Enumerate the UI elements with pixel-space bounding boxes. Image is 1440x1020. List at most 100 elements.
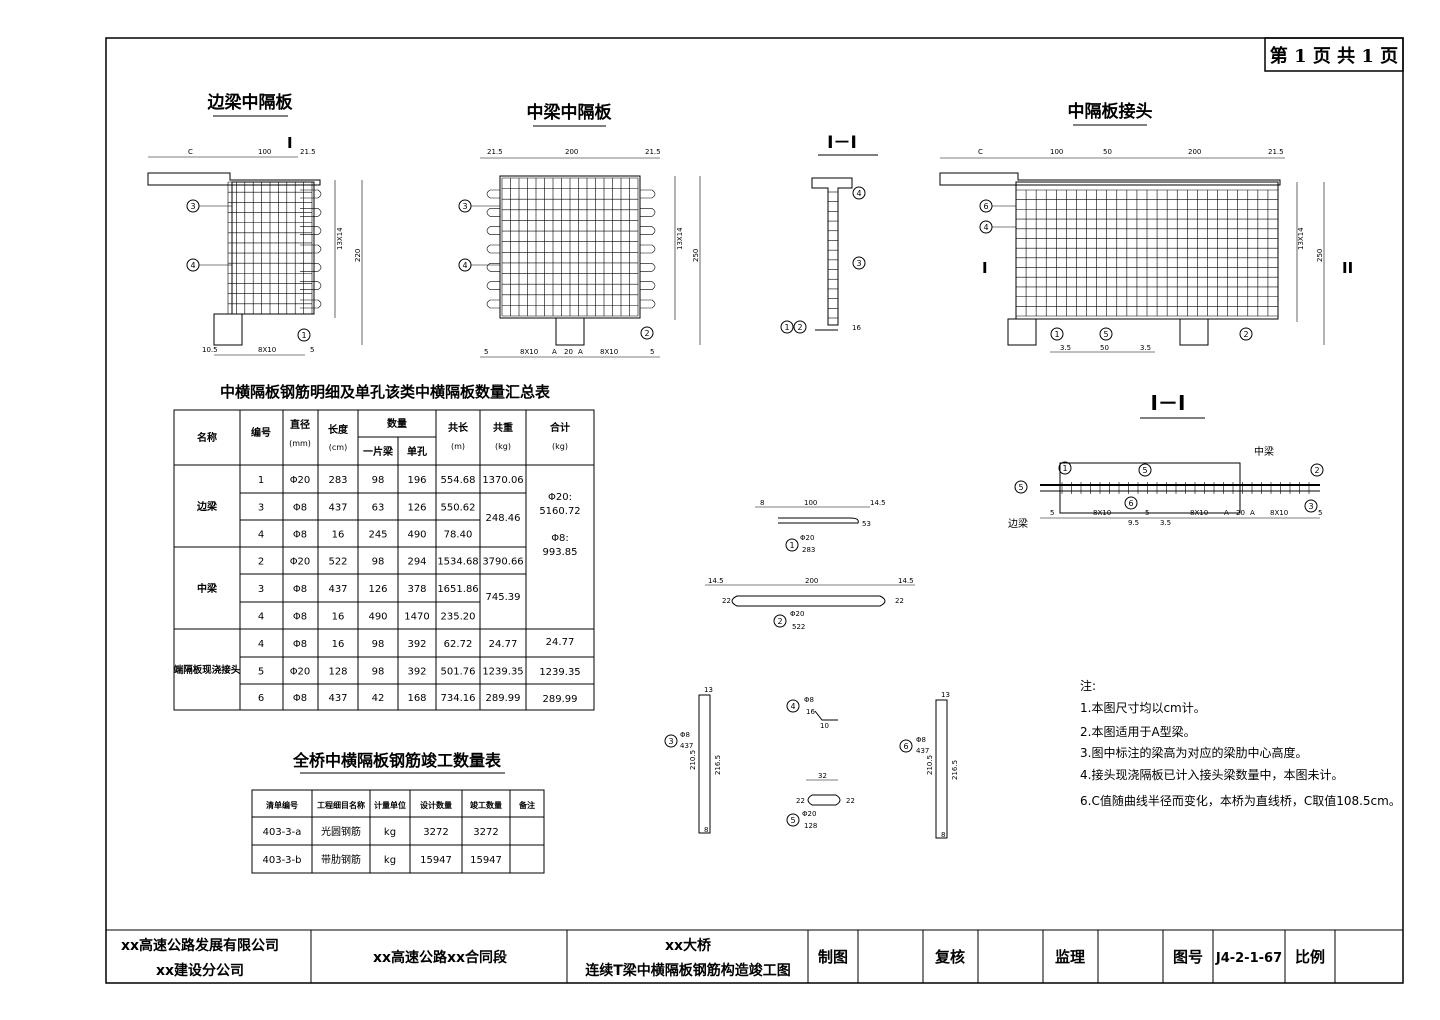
detail-cell: 734.16 [441,693,476,704]
svg-text:24.77: 24.77 [546,637,575,648]
svg-text:Φ20: Φ20 [790,610,804,618]
svg-text:16: 16 [852,324,861,332]
detail-cell: Φ8 [293,639,307,650]
detail-cell: 1470 [404,612,429,623]
svg-text:50: 50 [1103,148,1112,156]
svg-text:289.99: 289.99 [543,694,578,705]
svg-text:2: 2 [1314,466,1319,475]
detail-cell: 1534.68 [437,557,478,568]
bar-shape-5: 32 22 22 5 Φ20 128 [786,772,855,830]
bar-shape-4: 10 4 Φ8 16 [786,696,838,730]
svg-text:22: 22 [722,597,731,605]
svg-text:100: 100 [804,499,817,507]
completion-cell: kg [384,855,396,866]
svg-text:注:: 注: [1080,678,1096,693]
svg-text:8X10: 8X10 [1190,509,1208,517]
notes: 注: 1.本图尺寸均以cm计。 2.本图适用于A型梁。 3.图中标注的梁高为对应… [1080,678,1401,808]
svg-text:50: 50 [1100,344,1109,352]
detail-cell: 4 [258,639,264,650]
svg-text:Φ8:: Φ8: [551,533,569,544]
svg-text:3.5: 3.5 [1160,519,1171,527]
detail-cell: Φ20 [290,667,311,678]
detail-cell: Φ20 [290,557,311,568]
svg-text:Φ20:: Φ20: [548,492,572,503]
svg-text:合计: 合计 [549,421,570,434]
detail-cell: Φ20 [290,475,311,486]
svg-text:283: 283 [802,546,815,554]
svg-text:单孔: 单孔 [407,445,427,458]
bar-shape-6: 13 210.5 216.5 8 6 Φ8 437 [899,691,959,839]
svg-text:210.5: 210.5 [689,750,697,770]
group-edge: 边梁 [196,500,218,513]
detail-cell: 490 [407,530,426,541]
svg-text:3.5: 3.5 [1060,344,1071,352]
detail-cell: 3 [258,584,264,595]
svg-text:3: 3 [1308,502,1313,511]
svg-text:xx高速公路xx合同段: xx高速公路xx合同段 [373,949,507,966]
merged-weight-2: 745.39 [486,592,521,603]
svg-text:(kg): (kg) [495,442,511,451]
edge-beam-view: 边梁中隔板 C 100 21.5 I 13X14 220 10.5 8X10 5… [147,92,363,356]
svg-text:长度: 长度 [328,423,349,436]
svg-text:993.85: 993.85 [543,547,578,558]
svg-text:14.5: 14.5 [898,577,914,585]
svg-text:20: 20 [1236,509,1245,517]
svg-text:xx大桥: xx大桥 [665,937,712,954]
svg-text:共长: 共长 [448,421,469,434]
detail-cell: 3790.66 [482,557,523,568]
detail-cell: 42 [372,693,385,704]
svg-text:22: 22 [895,597,904,605]
detail-cell: 437 [328,503,347,514]
svg-text:8: 8 [941,831,945,839]
svg-text:32: 32 [818,772,827,780]
detail-cell: 501.76 [441,667,476,678]
group-mid: 中梁 [197,582,218,595]
svg-text:200: 200 [1188,148,1201,156]
detail-cell: 62.72 [444,639,473,650]
detail-cell: 128 [328,667,347,678]
bar-shape-1: 8 100 14.5 53 1 Φ20 283 [755,499,886,554]
bar-shape-3: 13 210.5 216.5 8 3 Φ8 437 [664,686,722,834]
svg-text:5: 5 [1018,483,1023,492]
svg-text:(mm): (mm) [289,439,311,448]
detail-cell: 24.77 [489,639,518,650]
svg-text:22: 22 [796,797,805,805]
svg-text:II: II [1342,259,1353,277]
edge-dim-c: C [188,148,193,156]
svg-text:21.5: 21.5 [1268,148,1284,156]
sec-tag-3: 3 [852,256,866,270]
svg-text:13X14: 13X14 [336,227,344,250]
edge-tag-4: 4 [186,258,232,272]
detail-table: 中横隔板钢筋明细及单孔该类中横隔板数量汇总表 名称 编号 直径 (mm) 长度 … [173,383,595,711]
svg-text:13X14: 13X14 [676,227,684,250]
large-tag-2: 2 [1310,463,1324,477]
sec-tag-1: 1 [780,320,794,334]
mid-tag-2: 2 [640,326,654,340]
svg-text:1: 1 [301,331,306,340]
svg-text:4: 4 [462,261,467,270]
svg-text:复核: 复核 [934,948,965,966]
svg-text:437: 437 [680,742,693,750]
detail-cell: 245 [368,530,387,541]
large-tag-3: 3 [1304,499,1318,513]
svg-text:8: 8 [704,826,708,834]
svg-text:53: 53 [862,520,871,528]
svg-text:21.5: 21.5 [645,148,661,156]
detail-cell: 283 [328,475,347,486]
svg-text:I: I [982,259,988,277]
svg-text:5: 5 [1103,330,1108,339]
svg-text:2: 2 [1243,330,1248,339]
sec-tag-2: 2 [793,320,807,334]
svg-text:制图: 制图 [818,948,848,966]
detail-cell: Φ8 [293,503,307,514]
svg-text:1.本图尺寸均以cm计。: 1.本图尺寸均以cm计。 [1080,701,1206,715]
large-tag-5b: 5 [1138,463,1152,477]
svg-text:8X10: 8X10 [1093,509,1111,517]
joint-tag-5: 5 [1099,327,1113,341]
completion-header: 工程细目名称 [317,800,365,810]
svg-text:10: 10 [820,722,829,730]
svg-text:13X14: 13X14 [1297,227,1305,250]
detail-table-title: 中横隔板钢筋明细及单孔该类中横隔板数量汇总表 [220,383,551,401]
svg-text:5: 5 [310,346,314,354]
